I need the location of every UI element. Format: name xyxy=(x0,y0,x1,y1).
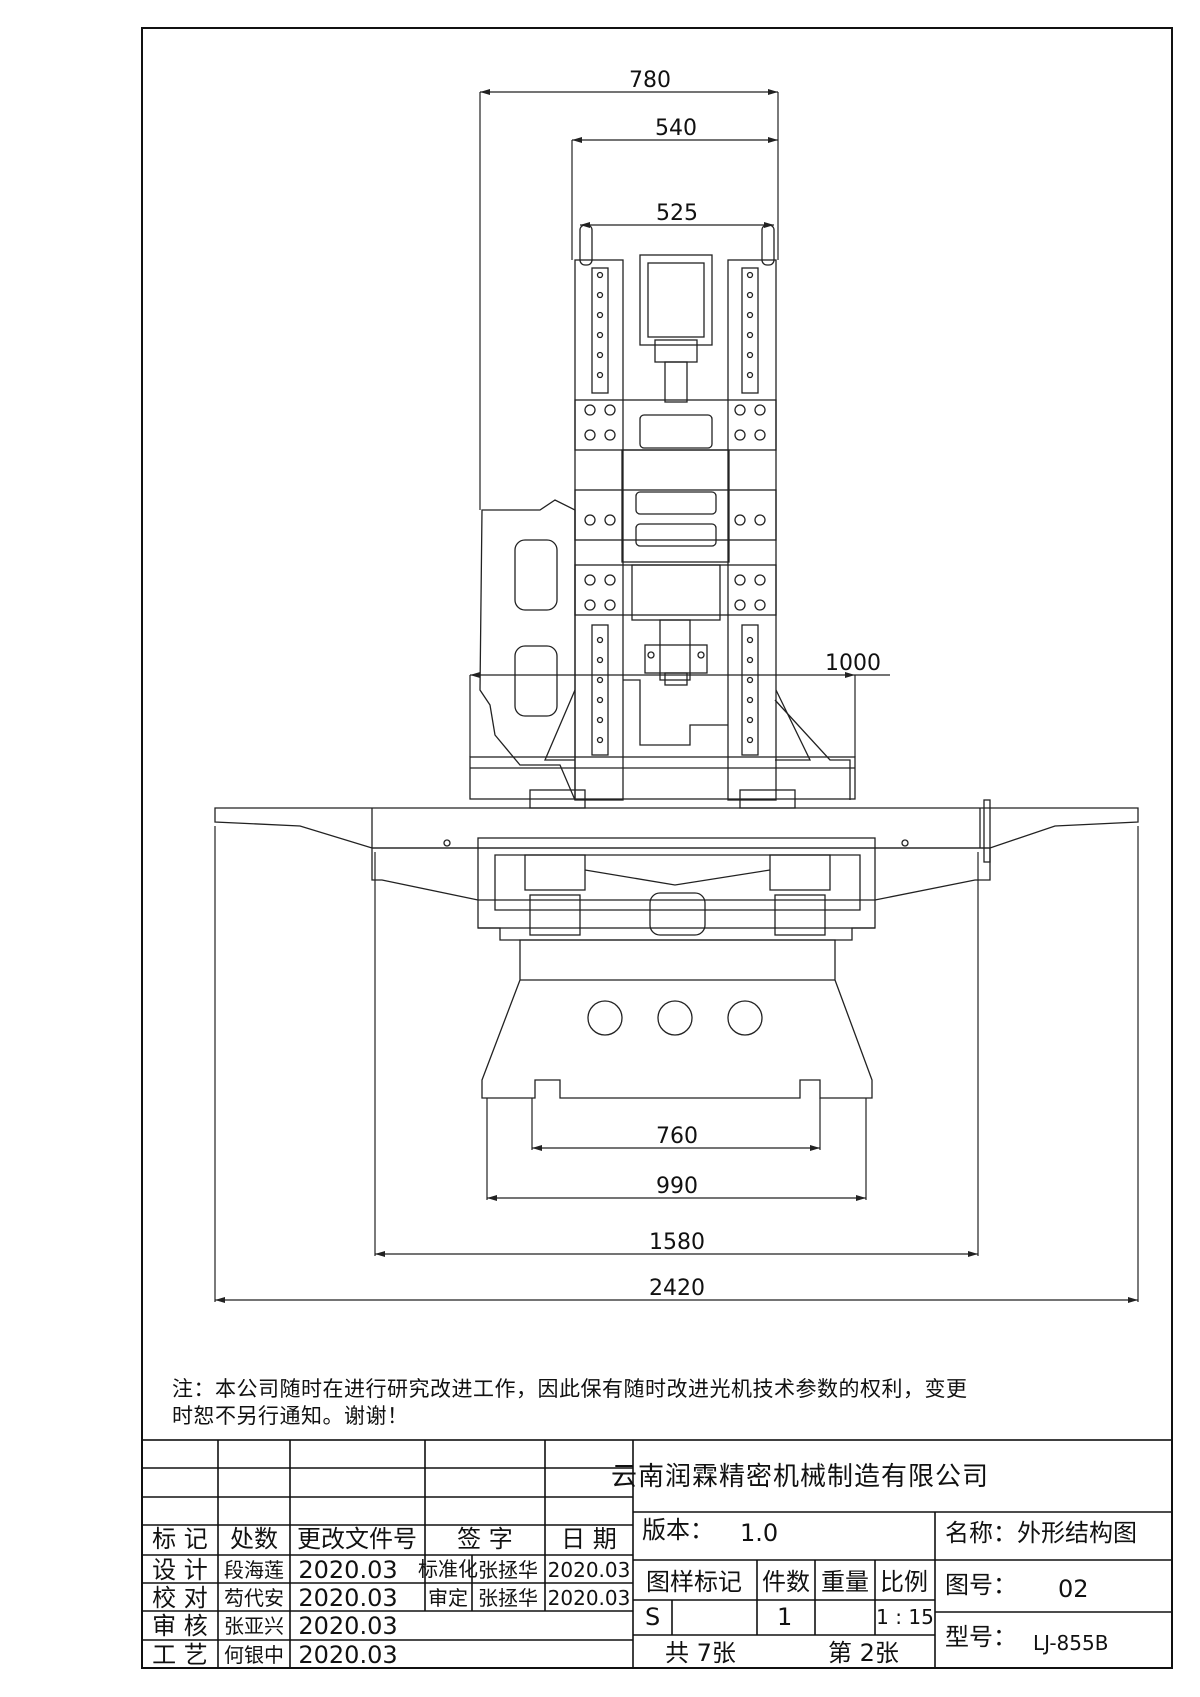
date-review: 2020.03 xyxy=(298,1612,397,1640)
dim-760: 760 xyxy=(656,1124,698,1149)
date-approve: 2020.03 xyxy=(548,1586,631,1610)
machine-base xyxy=(481,939,873,1099)
title-block: 云南润霖精密机械制造有限公司 标 记 处数 更改文件号 签 字 日 期 设 计 … xyxy=(141,1439,1173,1669)
dim-525: 525 xyxy=(656,201,698,226)
disclaimer-note: 注：本公司随时在进行研究改进工作，因此保有随时改进光机技术参数的权利，变更 时恕… xyxy=(172,1376,1172,1430)
left-column xyxy=(574,259,624,801)
header-mark: 标 记 xyxy=(152,1525,208,1553)
dim-540: 540 xyxy=(655,116,697,141)
role-process: 工 艺 xyxy=(152,1641,208,1669)
machine-drawing xyxy=(214,224,1139,1099)
dim-990: 990 xyxy=(656,1174,698,1199)
name-review: 张亚兴 xyxy=(224,1614,284,1638)
column-frame xyxy=(479,499,576,801)
scale-value: 1 : 15 xyxy=(876,1605,934,1629)
base-hole-1 xyxy=(587,1000,623,1036)
role-check: 校 对 xyxy=(152,1584,208,1612)
spindle-motor xyxy=(639,254,713,346)
sheet-number: 第 2张 xyxy=(828,1639,899,1667)
note-line-1: 注：本公司随时在进行研究改进工作，因此保有随时改进光机技术参数的权利，变更 xyxy=(172,1377,968,1401)
drawing-no-label: 图号： xyxy=(945,1571,1017,1599)
name-design: 段海莲 xyxy=(224,1558,284,1582)
version-label: 版本： xyxy=(642,1516,714,1544)
header-date: 日 期 xyxy=(561,1525,617,1553)
dimension-lines xyxy=(214,91,1139,1302)
date-standardize: 2020.03 xyxy=(548,1558,631,1582)
dim-1580: 1580 xyxy=(649,1230,705,1255)
header-scale: 比例 xyxy=(880,1568,928,1596)
base-upper xyxy=(477,837,876,929)
drawing-name: 名称：外形结构图 xyxy=(945,1519,1137,1547)
base-hole-2 xyxy=(657,1000,693,1036)
name-standardize: 张拯华 xyxy=(478,1558,538,1582)
date-check: 2020.03 xyxy=(298,1584,397,1612)
version-value: 1.0 xyxy=(740,1519,778,1547)
base-hole-3 xyxy=(727,1000,763,1036)
sample-mark-value: S xyxy=(645,1603,660,1631)
drawing-no-value: 02 xyxy=(1058,1575,1089,1603)
role-standardize: 标准化 xyxy=(418,1557,478,1581)
work-table xyxy=(214,807,1139,849)
dimension-labels: 780 540 525 1000 760 990 1580 2420 xyxy=(629,68,881,1301)
dim-2420: 2420 xyxy=(649,1276,705,1301)
total-sheets: 共 7张 xyxy=(665,1639,736,1667)
header-change-doc: 更改文件号 xyxy=(297,1525,417,1553)
role-review: 审 核 xyxy=(152,1612,208,1640)
dimension-arrows xyxy=(215,89,1138,1303)
ball-screw-motor xyxy=(649,892,706,936)
spindle-head xyxy=(621,449,730,563)
header-count: 件数 xyxy=(762,1568,810,1596)
model-value: LJ-855B xyxy=(1033,1631,1108,1655)
note-line-2: 时恕不另行通知。谢谢！ xyxy=(172,1404,409,1428)
company-name: 云南润霖精密机械制造有限公司 xyxy=(611,1462,989,1492)
table-lower xyxy=(371,847,991,901)
date-design: 2020.03 xyxy=(298,1556,397,1584)
role-design: 设 计 xyxy=(152,1556,208,1584)
model-label: 型号： xyxy=(945,1623,1017,1651)
count-value: 1 xyxy=(777,1603,792,1631)
header-sample-mark: 图样标记 xyxy=(646,1568,742,1596)
name-check: 芶代安 xyxy=(224,1586,284,1610)
bolt-holes xyxy=(584,271,766,744)
saddle xyxy=(469,756,856,800)
header-signature: 签 字 xyxy=(457,1525,513,1553)
dim-780: 780 xyxy=(629,68,671,93)
name-approve: 张拯华 xyxy=(478,1586,538,1610)
header-weight: 重量 xyxy=(821,1568,869,1596)
header-location: 处数 xyxy=(230,1525,278,1553)
date-process: 2020.03 xyxy=(298,1641,397,1669)
name-process: 何银中 xyxy=(224,1643,284,1667)
dim-1000: 1000 xyxy=(825,651,881,676)
role-approve: 审定 xyxy=(428,1586,468,1610)
